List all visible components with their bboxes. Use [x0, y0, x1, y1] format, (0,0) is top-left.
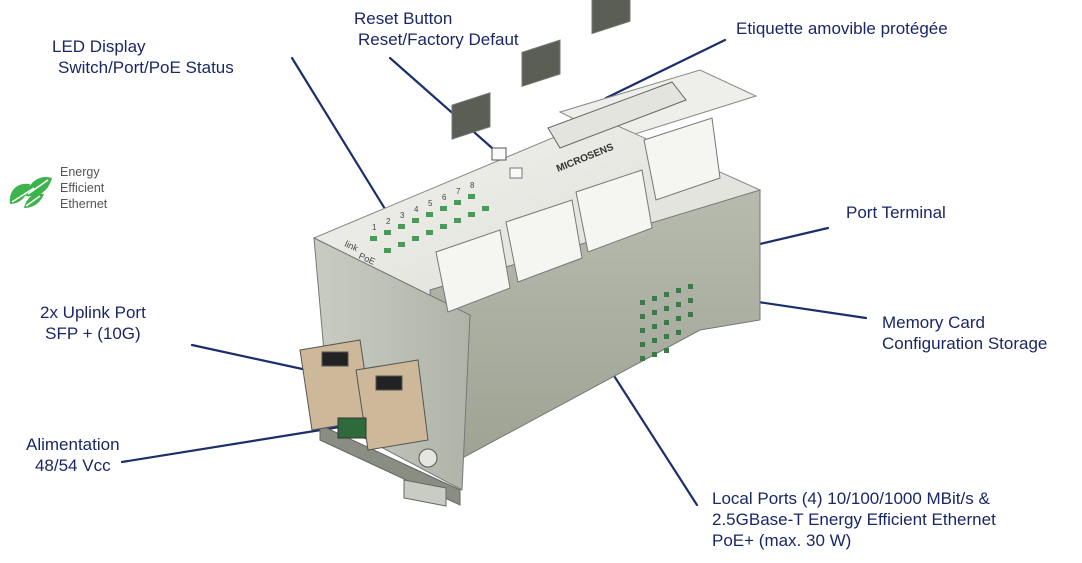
- led-number-4: 4: [414, 205, 419, 214]
- label-etiquette: Etiquette amovible protégée: [736, 19, 948, 38]
- led-number-3: 3: [400, 211, 405, 220]
- alim-line-1: Alimentation: [26, 435, 120, 454]
- leaf-icon: [9, 176, 52, 208]
- led-number-2: 2: [386, 217, 391, 226]
- uplink-line-2: SFP + (10G): [45, 324, 141, 343]
- badge-line-1: Energy: [60, 165, 100, 179]
- led-number-8: 8: [470, 181, 475, 190]
- led-number-7: 7: [456, 187, 461, 196]
- local-line-1: Local Ports (4) 10/100/1000 MBit/s &: [712, 489, 990, 508]
- label-uplink-port: 2x Uplink Port SFP + (10G): [40, 302, 146, 344]
- led-number-6: 6: [442, 193, 447, 202]
- label-memory-card: Memory Card Configuration Storage: [882, 312, 1047, 354]
- memory-line-1: Memory Card: [882, 313, 985, 332]
- memory-line-2: Configuration Storage: [882, 334, 1048, 353]
- led-array: [370, 194, 489, 253]
- badge-line-3: Ethernet: [60, 197, 108, 211]
- rj45-ports: [435, 0, 721, 313]
- label-port-terminal: Port Terminal: [846, 203, 946, 222]
- label-local-ports: Local Ports (4) 10/100/1000 MBit/s & 2.5…: [712, 488, 996, 551]
- led-line-1: LED Display: [52, 37, 146, 56]
- led-number-5: 5: [428, 199, 433, 208]
- reset-line-2: Reset/Factory Defaut: [358, 30, 519, 49]
- label-reset-button: Reset Button Reset/Factory Defaut: [354, 8, 519, 50]
- uplink-line-1: 2x Uplink Port: [40, 303, 146, 322]
- badge-line-2: Efficient: [60, 181, 105, 195]
- label-alimentation: Alimentation 48/54 Vcc: [26, 434, 120, 476]
- alim-line-2: 48/54 Vcc: [34, 456, 111, 475]
- badge-text: Energy Efficient Ethernet: [60, 164, 107, 212]
- led-number-1: 1: [372, 223, 377, 232]
- local-line-2: 2.5GBase-T Energy Efficient Ethernet: [712, 510, 996, 529]
- local-line-3: PoE+ (max. 30 W): [712, 531, 852, 550]
- reset-line-1: Reset Button: [354, 9, 453, 28]
- energy-efficient-ethernet-badge: Energy Efficient Ethernet: [6, 164, 126, 222]
- label-led-display: LED Display Switch/Port/PoE Status: [52, 36, 234, 78]
- led-line-2: Switch/Port/PoE Status: [58, 58, 234, 77]
- sfp-cages: [299, 339, 429, 451]
